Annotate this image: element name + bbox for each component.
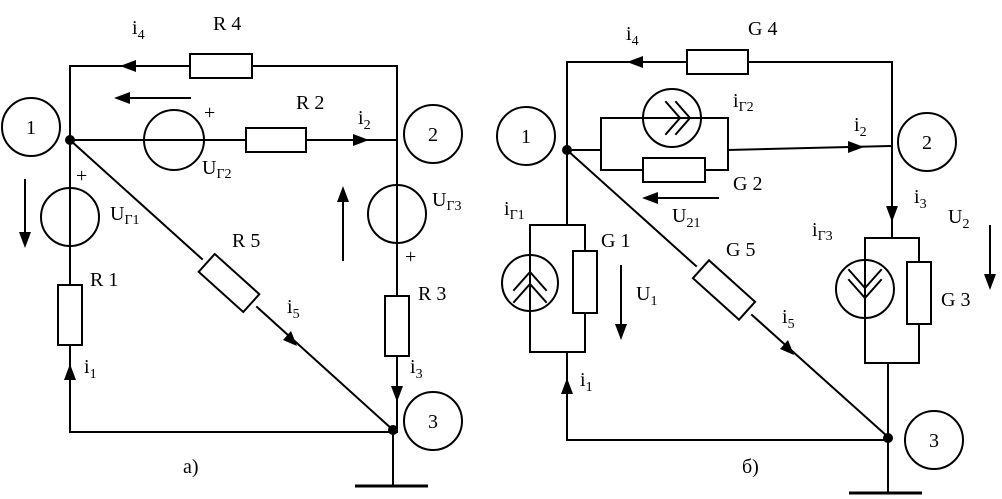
current-source-ig1 bbox=[501, 254, 559, 312]
label-i3: i3 bbox=[914, 186, 927, 212]
label-ig1: iГ1 bbox=[504, 198, 525, 223]
circuit-b: 1 2 3 G 4 G 2 G 1 G 3 bbox=[496, 18, 996, 495]
conductance-g1 bbox=[572, 250, 598, 314]
label-g1: G 1 bbox=[601, 230, 630, 252]
current-arrow-i4 bbox=[627, 56, 643, 68]
label-r2: R 2 bbox=[296, 92, 324, 114]
voltage-source-ug1 bbox=[40, 187, 100, 247]
current-arrow-i1 bbox=[64, 364, 76, 380]
svg-text:2: 2 bbox=[922, 132, 932, 154]
node-3-marker: 3 bbox=[403, 391, 463, 451]
label-i5: i5 bbox=[287, 296, 300, 322]
current-arrow-i2 bbox=[353, 134, 369, 146]
label-g4: G 4 bbox=[748, 18, 777, 40]
junction-node-1-dot bbox=[65, 135, 75, 145]
label-i2: i2 bbox=[358, 107, 371, 133]
conductance-g2 bbox=[642, 157, 706, 183]
node-2-marker: 2 bbox=[897, 112, 957, 172]
label-ig2: iГ2 bbox=[733, 90, 754, 115]
resistor-r4 bbox=[189, 53, 253, 79]
caption-a: а) bbox=[183, 456, 199, 478]
plus-ug1: + bbox=[76, 165, 87, 187]
current-arrow-i4 bbox=[120, 60, 136, 72]
svg-text:2: 2 bbox=[428, 124, 438, 146]
label-r1: R 1 bbox=[90, 269, 118, 291]
label-i3: i3 bbox=[410, 356, 423, 382]
label-i2: i2 bbox=[854, 114, 867, 140]
label-r4: R 4 bbox=[213, 13, 241, 35]
svg-text:1: 1 bbox=[26, 117, 36, 139]
svg-text:1: 1 bbox=[521, 126, 531, 148]
plus-ug2: + bbox=[204, 102, 215, 124]
node-3-marker: 3 bbox=[904, 410, 964, 470]
resistor-r3 bbox=[384, 295, 410, 357]
label-i5: i5 bbox=[782, 306, 795, 332]
label-ug2: UГ2 bbox=[202, 157, 232, 182]
svg-text:3: 3 bbox=[428, 411, 438, 433]
label-ug1: UГ1 bbox=[110, 203, 140, 228]
label-ig3: iГ3 bbox=[812, 219, 833, 244]
junction-node-3-dot bbox=[388, 425, 398, 435]
resistor-r1 bbox=[57, 284, 83, 346]
voltage-arrow-ug2 bbox=[114, 92, 191, 104]
conductance-g5 bbox=[691, 258, 757, 322]
label-g3: G 3 bbox=[941, 289, 970, 311]
current-arrow-i2 bbox=[848, 141, 864, 153]
voltage-source-ug2 bbox=[143, 109, 205, 171]
caption-b: б) bbox=[742, 456, 759, 478]
node-1-marker: 1 bbox=[1, 97, 61, 157]
voltage-arrow-ug1 bbox=[19, 179, 31, 248]
label-i4: i4 bbox=[132, 17, 145, 43]
voltage-arrow-u21 bbox=[642, 192, 719, 204]
current-arrow-i3 bbox=[391, 386, 403, 402]
junction-node-3-dot bbox=[883, 433, 893, 443]
label-g2: G 2 bbox=[733, 173, 762, 195]
voltage-arrow-ug3 bbox=[337, 186, 349, 261]
plus-ug3: + bbox=[405, 246, 416, 268]
resistor-r2 bbox=[245, 127, 307, 153]
conductance-g4 bbox=[686, 49, 749, 75]
voltage-arrow-u2 bbox=[984, 225, 996, 290]
circuit-a: 1 2 3 R 4 R 2 R 1 R 3 bbox=[1, 13, 463, 488]
label-ug3: UГ3 bbox=[432, 189, 462, 214]
label-r3: R 3 bbox=[418, 283, 446, 305]
voltage-source-ug3 bbox=[367, 184, 427, 244]
label-i1: i1 bbox=[580, 369, 593, 395]
node-2-marker: 2 bbox=[403, 104, 463, 164]
svg-text:3: 3 bbox=[929, 430, 939, 452]
label-u21: U21 bbox=[672, 205, 700, 231]
current-arrow-i1 bbox=[561, 378, 573, 394]
label-i1: i1 bbox=[84, 356, 97, 382]
current-arrow-i5 bbox=[283, 331, 297, 346]
node-1-marker: 1 bbox=[496, 106, 556, 166]
current-arrow-i5 bbox=[780, 340, 794, 355]
label-u1: U1 bbox=[636, 283, 657, 309]
label-r5: R 5 bbox=[232, 230, 260, 252]
voltage-arrow-u1 bbox=[615, 265, 627, 340]
label-g5: G 5 bbox=[726, 239, 755, 261]
current-arrow-i3 bbox=[886, 206, 898, 222]
label-u2: U2 bbox=[948, 206, 969, 232]
current-source-ig2 bbox=[642, 88, 702, 148]
junction-node-1-dot bbox=[562, 145, 572, 155]
current-source-ig3 bbox=[835, 259, 895, 319]
resistor-r5 bbox=[197, 252, 261, 314]
circuit-b-wires bbox=[529, 61, 922, 495]
conductance-g3 bbox=[906, 261, 932, 325]
label-i4: i4 bbox=[626, 23, 639, 49]
